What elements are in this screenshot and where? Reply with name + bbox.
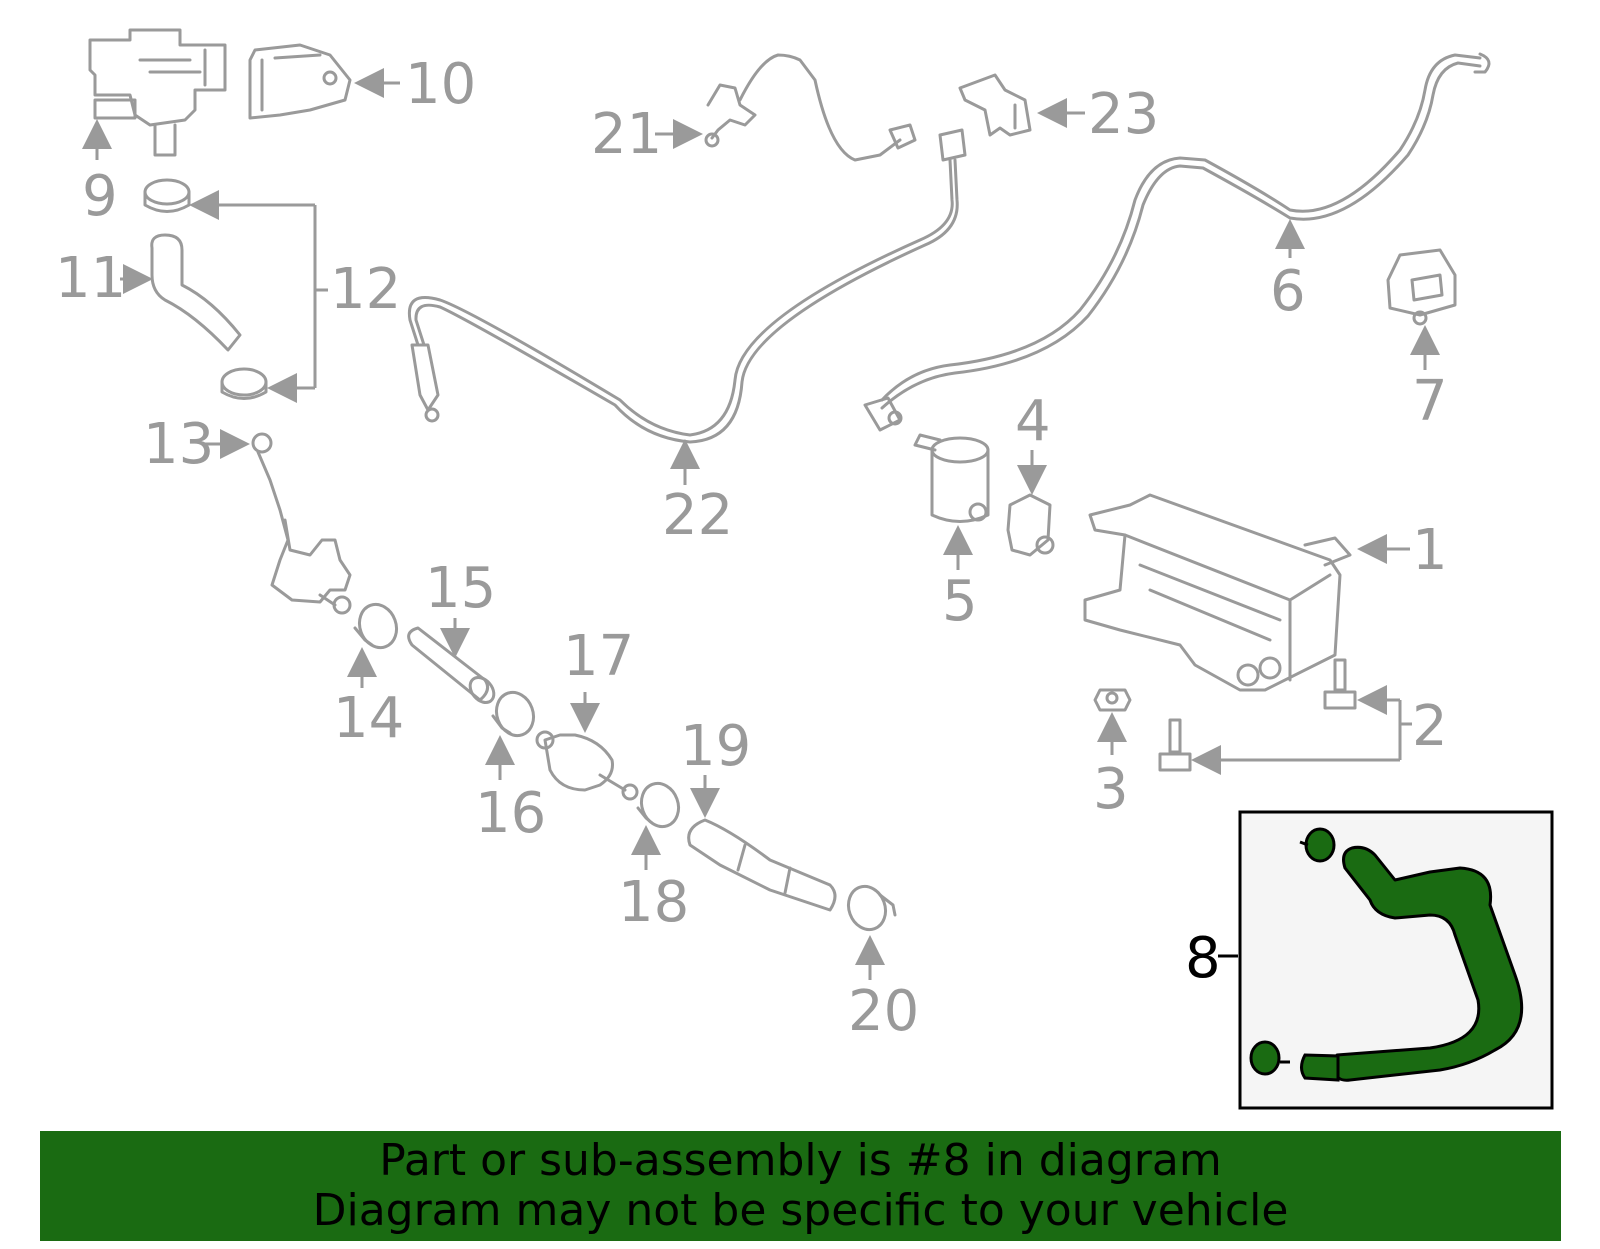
part-14-clamp (353, 602, 399, 650)
part-16-clamp (491, 690, 536, 738)
callout-18: 18 (618, 870, 689, 935)
callout-22: 22 (662, 483, 733, 548)
banner-line-1: Part or sub-assembly is #8 in diagram (379, 1135, 1222, 1186)
part-15-hose (407, 626, 496, 705)
part-8-inset (1238, 810, 1554, 1110)
callout-15: 15 (425, 556, 496, 621)
part-2-bolts (1158, 658, 1357, 772)
part-1-canister (1083, 493, 1352, 692)
part-13-vent-pipe (251, 432, 352, 615)
part-17-valve (535, 730, 639, 801)
part-23-bracket (958, 73, 1032, 137)
callout-13: 13 (143, 412, 214, 477)
callout-16: 16 (475, 781, 546, 846)
part-6-vapor-tube (863, 52, 1491, 432)
callout-1: 1 (1412, 518, 1448, 583)
callout-14: 14 (333, 686, 404, 751)
part-7-sensor (1386, 248, 1457, 326)
callout-20: 20 (848, 979, 919, 1044)
part-3-nut (1093, 688, 1132, 712)
callout-4: 4 (1015, 389, 1051, 454)
callout-6: 6 (1270, 259, 1306, 324)
callout-17: 17 (563, 624, 634, 689)
callout-9: 9 (82, 164, 118, 229)
part-10-bracket (248, 43, 352, 120)
callout-12: 12 (330, 257, 401, 322)
part-20-clamp (846, 884, 897, 932)
part-4-valve (1006, 493, 1055, 557)
part-9-purge-valve (88, 28, 227, 157)
part-18-clamp (636, 781, 681, 829)
part-12-clamps (143, 178, 268, 400)
part-11-hose (150, 233, 242, 352)
callout-11: 11 (55, 246, 126, 311)
callout-19: 19 (680, 714, 751, 779)
callout-10: 10 (405, 52, 476, 117)
callout-8: 8 (1185, 926, 1221, 991)
part-22-harness (407, 128, 967, 444)
info-banner: Part or sub-assembly is #8 in diagram Di… (40, 1131, 1561, 1241)
part-5-filter (913, 433, 990, 523)
callout-23: 23 (1088, 82, 1159, 147)
part-19-hose (687, 818, 837, 912)
callout-21: 21 (591, 102, 662, 167)
part-21-sensor (704, 53, 917, 162)
callout-3: 3 (1093, 757, 1129, 822)
callout-2: 2 (1412, 694, 1448, 759)
banner-line-2: Diagram may not be specific to your vehi… (312, 1185, 1289, 1236)
callout-5: 5 (942, 569, 978, 634)
callout-7: 7 (1412, 369, 1448, 434)
